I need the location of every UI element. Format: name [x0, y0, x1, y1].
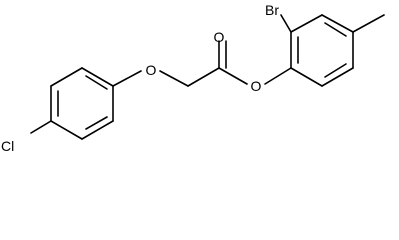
- chlorine-label: Cl: [1, 138, 14, 154]
- aromatic-double-bond: [324, 63, 347, 78]
- ether-oxygen-to-ch2-bond: [159, 70, 189, 87]
- chemical-structure-diagram: Br O O O Cl: [1, 2, 385, 154]
- chlorophenyl-ring: [50, 67, 114, 140]
- structure-canvas: Br O O O Cl: [1, 2, 385, 154]
- aromatic-double-bond: [85, 75, 108, 90]
- bond: [81, 120, 114, 140]
- carbonyl-to-ester-oxygen-bond: [218, 67, 248, 85]
- bond: [81, 67, 114, 87]
- aromatic-double-bond: [85, 116, 108, 130]
- ring-to-ether-oxygen-bond: [112, 70, 142, 87]
- bond: [321, 67, 354, 87]
- carbonyl-oxygen-label: O: [214, 29, 225, 45]
- ether-oxygen-label: O: [146, 62, 157, 78]
- bromine-bond: [280, 14, 292, 33]
- bromomethylphenyl-ring: [290, 14, 354, 87]
- chlorine-bond: [30, 120, 52, 134]
- bond: [290, 67, 323, 87]
- methyl-bond: [352, 14, 385, 33]
- bond: [321, 14, 354, 33]
- ch2-to-carbonyl-bond: [187, 67, 220, 87]
- bromine-label: Br: [265, 2, 279, 18]
- bond: [290, 14, 323, 33]
- ester-oxygen-to-ring-bond: [264, 67, 292, 85]
- bond: [50, 120, 83, 140]
- aromatic-double-bond: [324, 22, 347, 37]
- bond: [50, 67, 83, 87]
- ester-oxygen-label: O: [251, 78, 262, 94]
